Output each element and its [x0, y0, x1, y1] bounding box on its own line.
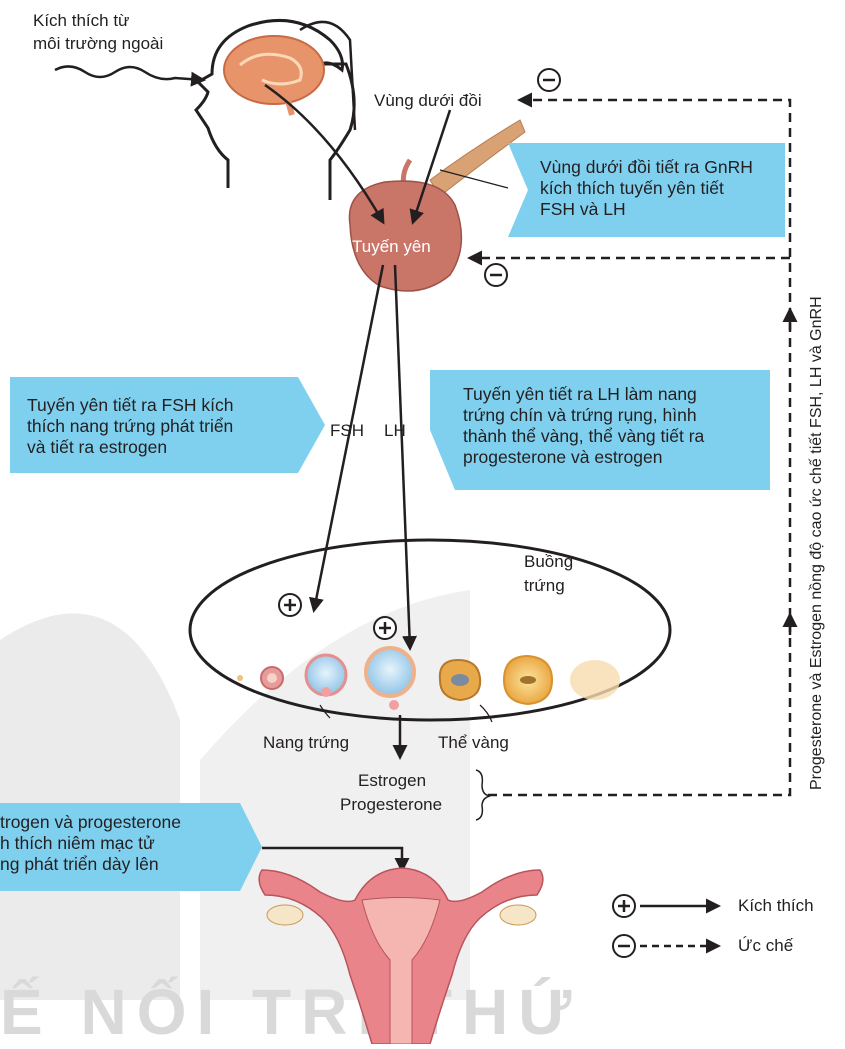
external-stimulus-label-2: môi trường ngoài	[33, 33, 163, 54]
ovary-label-1: Buồng	[524, 551, 573, 572]
stimulate-sign-icon	[279, 594, 301, 616]
stimulus-wave-arrow	[55, 66, 203, 80]
follicle-label: Nang trứng	[263, 732, 349, 753]
fsh-label: FSH	[330, 420, 364, 441]
callout-gnrh-line: Vùng dưới đồi tiết ra GnRH	[540, 157, 753, 178]
callout-lh-line: thành thể vàng, thể vàng tiết ra	[463, 426, 704, 447]
callout-gnrh-line: kích thích tuyến yên tiết	[540, 178, 724, 199]
legend	[613, 895, 718, 957]
feedback-label: Progesterone và Estrogen nồng độ cao ức …	[808, 296, 826, 790]
external-stimulus-label-1: Kích thích từ	[33, 10, 129, 31]
callout-fsh-line: thích nang trứng phát triển	[27, 416, 233, 437]
brain-icon	[224, 36, 324, 115]
corpus-luteum-label: Thể vàng	[438, 732, 509, 753]
uterus-illustration	[259, 868, 543, 1044]
inhibit-sign-icon	[538, 69, 560, 91]
progesterone-label: Progesterone	[340, 794, 442, 815]
legend-inhibit-label: Ức chế	[738, 936, 793, 956]
ovary-label-2: trứng	[524, 575, 565, 596]
callout-gnrh-line: FSH và LH	[540, 199, 626, 220]
inhibit-sign-icon	[485, 264, 507, 286]
estrogen-label: Estrogen	[358, 770, 426, 791]
callout-lh-line: trứng chín và trứng rụng, hình	[463, 405, 697, 426]
hypothalamus-label: Vùng dưới đồi	[374, 90, 482, 111]
legend-inhibit-icon	[613, 935, 718, 957]
pituitary-label: Tuyến yên	[352, 236, 431, 257]
legend-stimulate-label: Kích thích	[738, 896, 814, 916]
hormone-brace	[476, 770, 490, 820]
callout-lh-line: Tuyến yên tiết ra LH làm nang	[463, 384, 697, 405]
callout-fsh-line: Tuyến yên tiết ra FSH kích	[27, 395, 234, 416]
callout-uterus-line: h thích niêm mạc tử	[0, 833, 155, 854]
callout-uterus-line: trogen và progesterone	[0, 812, 181, 833]
corpus-leader	[480, 705, 492, 722]
hormones-to-uterus-arrow	[262, 848, 402, 870]
lh-arrow	[395, 265, 410, 648]
lh-label: LH	[384, 420, 406, 441]
callout-lh-line: progesterone và estrogen	[463, 447, 662, 468]
corpus-luteum-series	[440, 656, 620, 704]
follicle-series	[237, 648, 414, 710]
legend-stimulate-icon	[613, 895, 718, 917]
stimulate-sign-icon	[374, 617, 396, 639]
callout-uterus-line: ng phát triển dày lên	[0, 854, 159, 875]
callout-fsh-line: và tiết ra estrogen	[27, 437, 167, 458]
